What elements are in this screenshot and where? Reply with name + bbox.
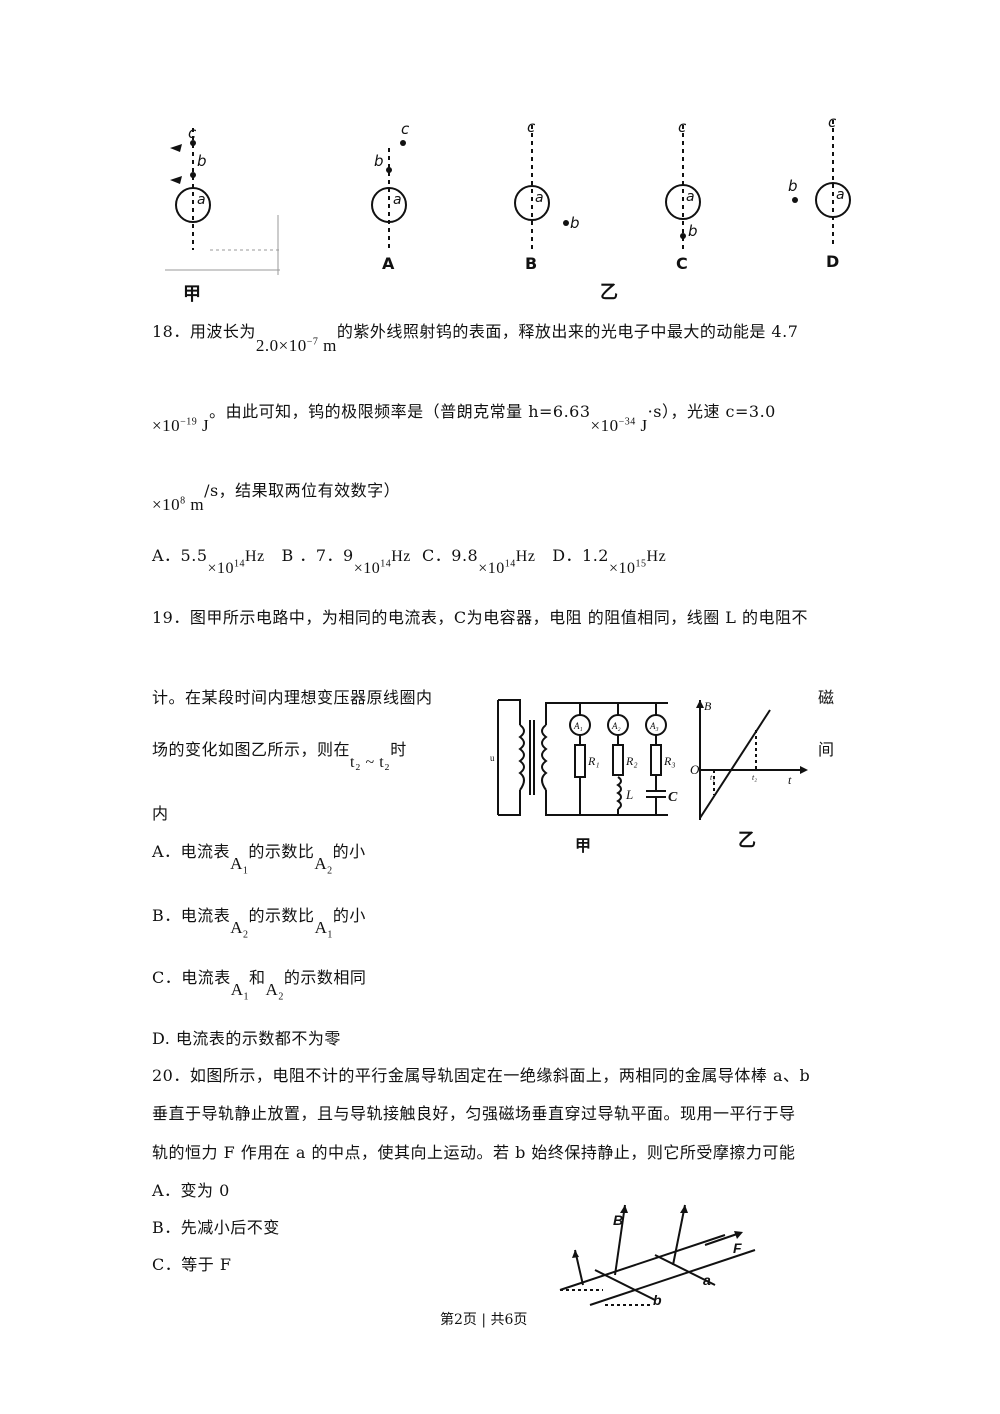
q18-line3: ×108 m/s，结果取两位有效数字） [152, 481, 401, 514]
fig17-option-D: D [826, 252, 840, 271]
q18-opt-a: A．5.5 [152, 546, 208, 565]
q20-line3: 轨的恒力 F 作用在 a 的中点，使其向上运动。若 b 始终保持静止，则它所受摩… [152, 1143, 796, 1162]
fig17-diagram [165, 120, 851, 275]
q19-resistor-r3: R₃ [663, 754, 676, 768]
q19-resistor-r2: R₂ [625, 754, 638, 768]
fig17-label-b-D: b [788, 177, 798, 195]
fig17-label-a-A: a [393, 192, 402, 208]
fig17-label-b-B: b [570, 214, 580, 232]
q19-source-u: u [490, 753, 495, 763]
fig17-label-a-D: a [836, 187, 845, 203]
q20-fig-label-a: a [703, 1272, 711, 1288]
q19-line1: 19．图甲所示电路中，为相同的电流表，C为电容器，电阻 的阻值相同，线圈 L 的… [152, 608, 808, 627]
fig17-label-c-D: c [828, 113, 837, 131]
q19-opt-c: C．电流表A1和A2的示数相同 [152, 968, 367, 1003]
fig17-option-C: C [676, 254, 688, 273]
q18-opt-b: B ．7．9 [281, 546, 354, 565]
q19-opt-a: A．电流表A1的示数比A2的小 [152, 842, 366, 877]
fig17-label-b-C: b [688, 222, 698, 240]
q20-fig-label-b-field: B [613, 1212, 623, 1228]
q19-line3-right: 间 [818, 740, 835, 759]
q18-options: A．5.5×1014Hz B ．7．9×1014Hz C．9.8×1014Hz … [152, 546, 667, 577]
q19-opt-b: B．电流表A2的示数比A1的小 [152, 906, 366, 941]
page-footer: 第2页 | 共6页 [440, 1312, 528, 1328]
q19-meter-a3: A₃ [649, 721, 659, 731]
fig17-label-b-A: b [374, 152, 384, 170]
fig17-label-c-jia: c [188, 124, 197, 142]
fig17-label-c-A: c [401, 120, 410, 138]
q20-opt-c: C．等于 F [152, 1255, 232, 1274]
q19-line4: 内 [152, 804, 169, 823]
q19-graph-t1: t₁ [710, 773, 715, 782]
q19-inductor-l: L [625, 787, 633, 802]
q18-opt-c: C．9.8 [422, 546, 479, 565]
q19-resistor-r1: R₁ [587, 754, 600, 768]
q20-fig-label-f: F [733, 1240, 742, 1256]
fig17-label-b-jia: b [197, 152, 207, 170]
q19-capacitor-c: C [668, 790, 678, 805]
q19-circuit-diagram: A₁ A₂ A₃ R₁ R₂ R₃ L C u [490, 699, 678, 816]
q20-line1: 20．如图所示，电阻不计的平行金属导轨固定在一绝缘斜面上，两相同的金属导体棒 a… [152, 1066, 811, 1085]
q19-fig-jia: 甲 [575, 836, 592, 855]
fig17-label-a-jia: a [197, 192, 206, 208]
q19-meter-a1: A₁ [573, 721, 583, 731]
q18-line2: ×10−19 J。由此可知，钨的极限频率是（普朗克常量 h=6.63×10−34… [152, 402, 776, 435]
q19-graph-label-t: t [788, 773, 792, 787]
q18-opt-d: D．1.2 [552, 546, 609, 565]
q19-line2-left: 计。在某段时间内理想变压器原线圈内 [152, 688, 433, 707]
q19-fig-yi: 乙 [738, 830, 756, 851]
q19-graph-label-b: B [704, 699, 712, 713]
q20-opt-b: B．先减小后不变 [152, 1218, 280, 1237]
q20-line2: 垂直于导轨静止放置，且与导轨接触良好，匀强磁场垂直穿过导轨平面。现用一平行于导 [152, 1104, 796, 1123]
fig17-label-yi: 乙 [600, 282, 618, 303]
q19-graph-t2: t₂ [752, 773, 757, 782]
fig17-label-jia: 甲 [183, 284, 201, 305]
q19-opt-d: D. 电流表的示数都不为零 [152, 1029, 341, 1048]
fig17-label-c-C: c [678, 118, 687, 136]
q19-meter-a2: A₂ [611, 721, 621, 731]
q20-opt-a: A．变为 0 [152, 1181, 230, 1200]
fig17-option-A: A [382, 254, 395, 273]
q20-fig-label-b: b [653, 1292, 662, 1308]
q19-bt-graph: B t O t₁ t₂ [690, 699, 808, 820]
q19-line2-right: 磁 [818, 688, 835, 707]
fig17-option-B: B [525, 254, 538, 273]
q19-line3-left: 场的变化如图乙所示，则在t₂ ~ t₂时 [152, 740, 407, 771]
q20-rails-diagram: B F a b [559, 1204, 756, 1308]
fig17-label-c-B: c [527, 118, 536, 136]
fig17-label-a-C: a [686, 189, 695, 205]
fig17-label-a-B: a [535, 190, 544, 206]
q19-graph-origin: O [690, 762, 700, 777]
q18-line1: 18．用波长为2.0×10−7 m的紫外线照射钨的表面，释放出来的光电子中最大的… [152, 322, 799, 355]
